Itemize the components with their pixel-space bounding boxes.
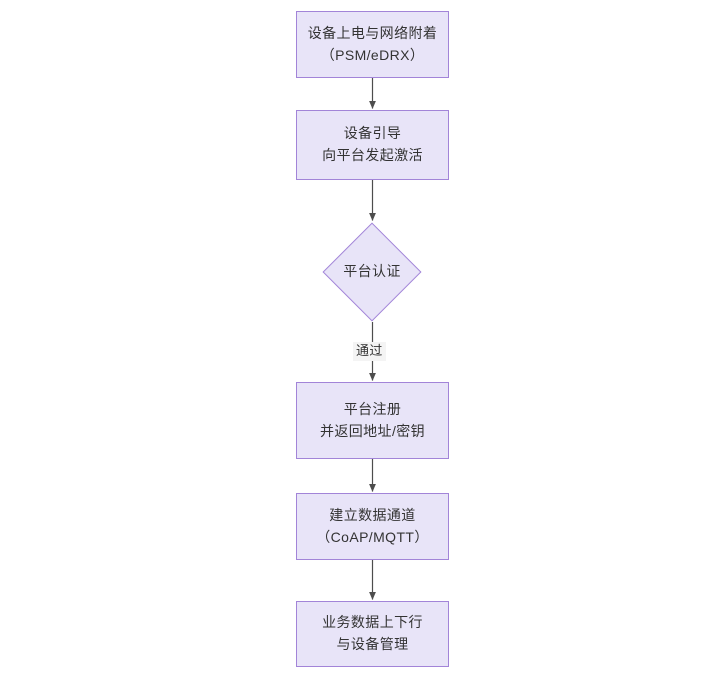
flow-node-line: 向平台发起激活 — [322, 147, 423, 163]
flow-node-business-data-and-device-management[interactable]: 业务数据上下行 与设备管理 — [296, 601, 449, 667]
flow-node-device-power-on[interactable]: 设备上电与网络附着 （PSM/eDRX） — [296, 11, 449, 78]
flow-node-line: 平台注册 — [343, 400, 402, 417]
flow-node-platform-registration[interactable]: 平台注册 并返回地址/密钥 — [296, 382, 449, 459]
flow-node-line: 并返回地址/密钥 — [319, 422, 426, 439]
edge-label-pass: 通过 — [353, 342, 386, 361]
flow-node-device-bootstrap[interactable]: 设备引导 向平台发起激活 — [296, 110, 449, 180]
flow-node-line: 建立数据通道 — [329, 506, 416, 523]
flow-node-line: 与设备管理 — [336, 636, 409, 652]
flow-node-line: （CoAP/MQTT） — [316, 528, 429, 545]
flow-node-line: 业务数据上下行 — [322, 614, 423, 631]
flow-node-line: （PSM/eDRX） — [320, 46, 425, 63]
flow-node-establish-data-channel[interactable]: 建立数据通道 （CoAP/MQTT） — [296, 493, 449, 560]
flow-node-line: 平台认证 — [343, 263, 401, 280]
flow-node-line: 设备上电与网络附着 — [307, 24, 438, 41]
flow-node-line: 设备引导 — [343, 125, 402, 142]
flow-node-platform-authentication[interactable]: 平台认证 — [322, 222, 422, 322]
